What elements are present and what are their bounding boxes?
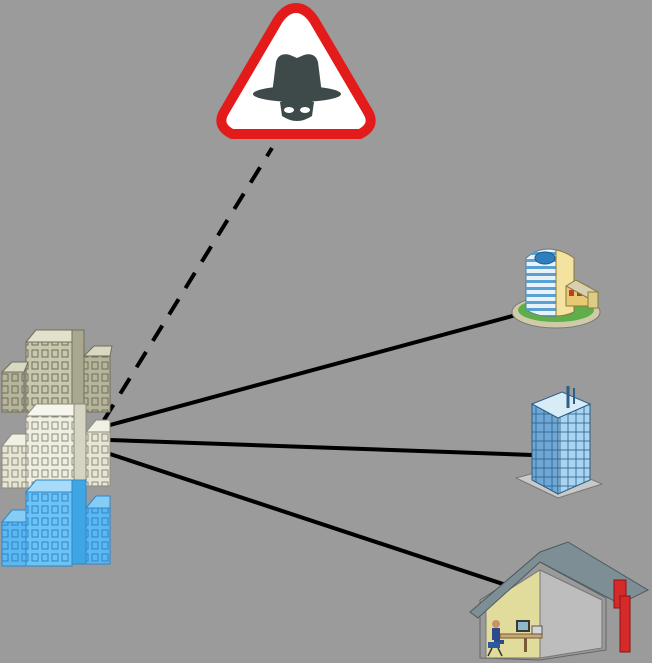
link-to-skyscraper <box>109 438 533 457</box>
office-buildings-cluster-icon <box>0 329 113 567</box>
hacker-warning-icon <box>216 3 376 139</box>
glass-skyscraper-icon <box>514 386 604 499</box>
link-to-home-office <box>109 452 513 589</box>
home-office-icon <box>469 541 650 661</box>
link-to-office-tower <box>109 313 517 427</box>
dashed-link-to-threat <box>102 146 274 422</box>
curved-office-tower-icon <box>511 248 601 329</box>
